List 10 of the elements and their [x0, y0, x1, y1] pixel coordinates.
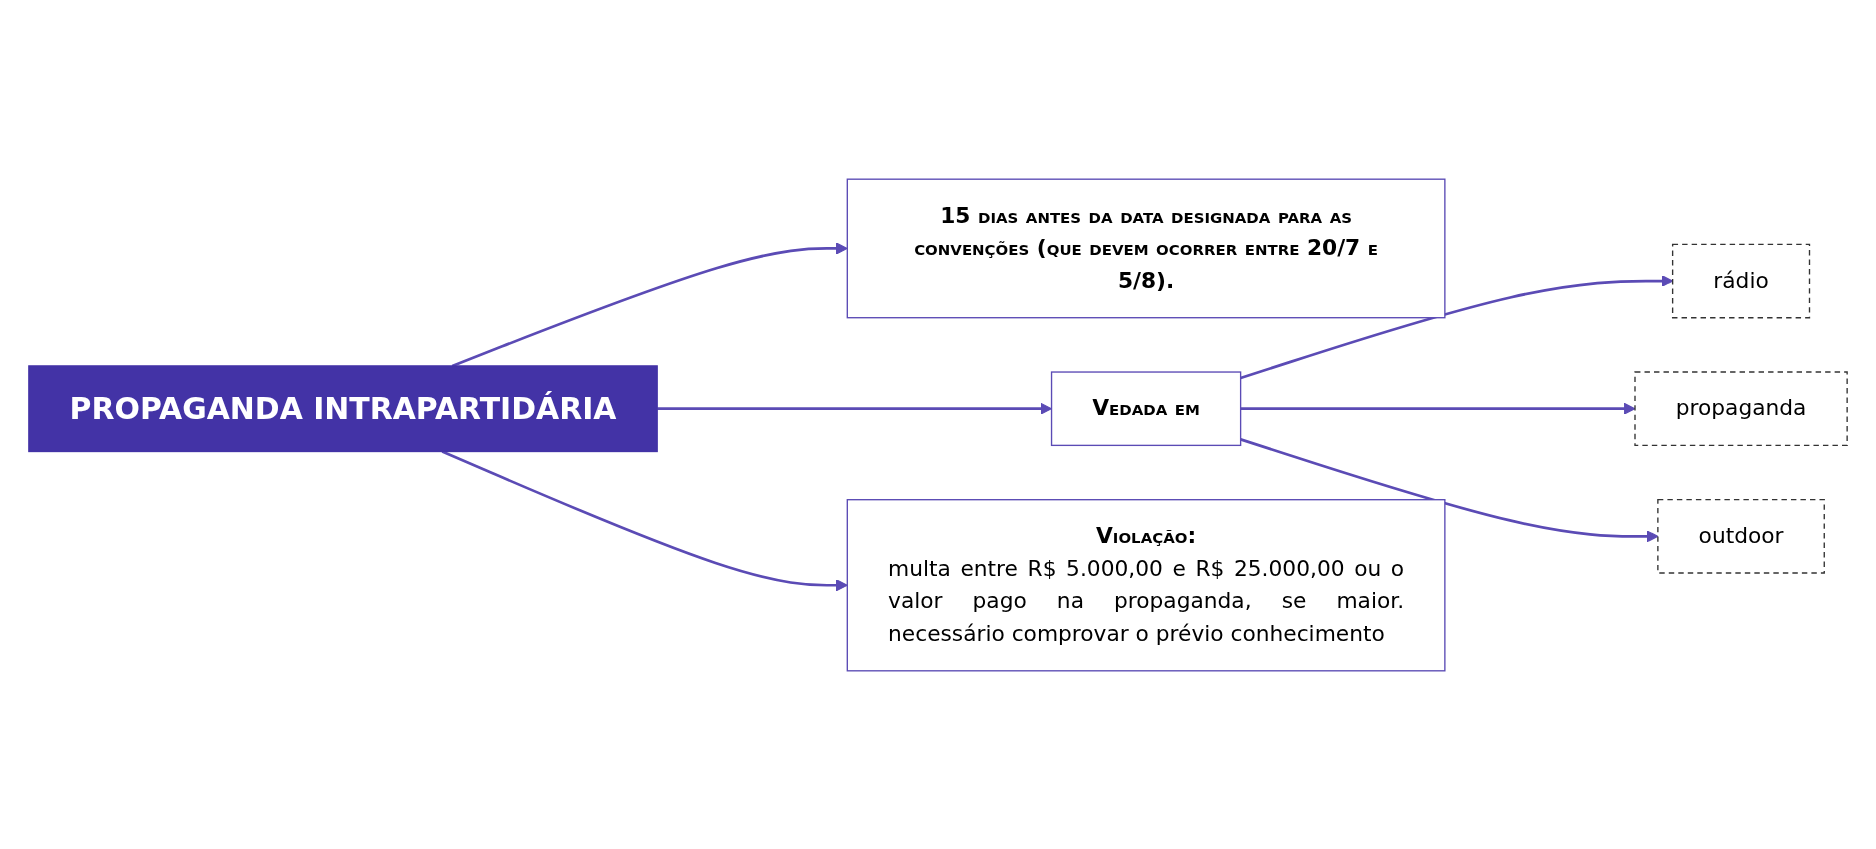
node-box: rádio — [1671, 243, 1811, 318]
arrow — [1240, 402, 1636, 415]
node-box: propaganda — [1634, 370, 1848, 446]
node-box: Violação: multa entre R$ 5.000,00 e R$ 25.000,00 ou o valor pago na propaganda, se maior. necessário comprovar o prévio conhecimento — [846, 498, 1446, 671]
arrow — [451, 241, 848, 367]
arrow — [441, 449, 848, 591]
node-box: Vedada em — [1050, 370, 1242, 446]
node-box: PROPAGANDA INTRAPARTIDÁRIA — [28, 364, 658, 452]
node-box: outdoor — [1657, 498, 1825, 574]
node-box: 15 dias antes da data designada para as convenções (que devem ocorrer entre 20/7 e 5/8). — [846, 178, 1446, 318]
